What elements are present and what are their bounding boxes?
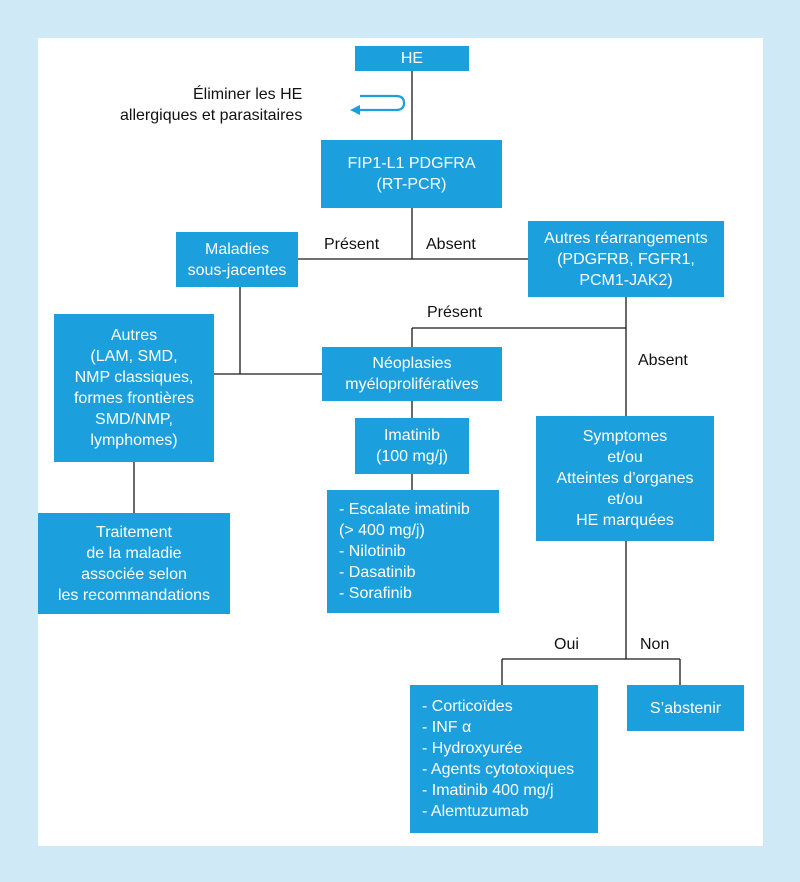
node-sabstenir-text: S’abstenir	[649, 699, 722, 717]
node-maladies-sous-jacentes: Maladies sous-jacentes	[176, 232, 298, 287]
node-cortico-line-5: - Imatinib 400 mg/j	[422, 782, 554, 799]
node-rearr-line-2: (PDGFRB, FGFR1,	[557, 250, 695, 268]
node-escalate-line-1: - Escalate imatinib	[339, 501, 470, 518]
note-line-1: Éliminer les HE	[192, 86, 303, 103]
node-symptomes-line-1: Symptomes	[582, 428, 668, 445]
node-autres-line-4: formes frontières	[73, 390, 195, 407]
node-rearr-line-3: PCM1-JAK2)	[579, 271, 673, 289]
node-maladies-line-1: Maladies	[204, 240, 270, 258]
node-traitement-line-4: les recommandations	[57, 586, 211, 604]
node-escalate-line-5: - Sorafinib	[339, 585, 412, 602]
node-imatinib-line-2: (100 mg/j)	[375, 448, 449, 465]
node-autres-line-3: NMP classiques,	[74, 369, 194, 386]
node-symptomes-line-4: et/ou	[607, 491, 643, 508]
node-escalate-line-3: - Nilotinib	[339, 543, 406, 560]
return-arrow-icon	[358, 94, 406, 112]
node-autres-rearrangements: Autres réarrangements (PDGFRB, FGFR1, PC…	[528, 221, 724, 297]
node-neoplasies-line-1: Néoplasies	[372, 355, 452, 372]
node-cortico-line-1: - Corticoïdes	[422, 698, 513, 715]
node-cortico-line-4: - Agents cytotoxiques	[422, 761, 575, 778]
node-fip-line-1: FIP1-L1 PDGFRA	[347, 155, 476, 172]
node-autres-line-2: (LAM, SMD,	[90, 348, 178, 365]
node-autres-line-1: Autres	[110, 327, 158, 344]
label-absent-2: Absent	[638, 352, 688, 369]
node-sabstenir: S’abstenir	[627, 685, 744, 731]
node-he-text: HE	[400, 50, 424, 67]
node-imatinib-line-1: Imatinib	[383, 427, 441, 444]
node-symptomes-line-3: Atteintes d’organes	[556, 470, 694, 487]
node-he: HE	[355, 46, 469, 71]
node-neoplasies-line-2: myéloprolifératives	[345, 376, 479, 393]
node-cortico-line-2: - INF α	[422, 719, 472, 736]
node-autres-line-6: lymphomes)	[90, 432, 178, 449]
note-line-2: allergiques et parasitaires	[120, 107, 303, 124]
label-absent-1: Absent	[426, 236, 476, 253]
label-present-2: Présent	[427, 304, 483, 321]
node-escalate-list: - Escalate imatinib (> 400 mg/j) - Nilot…	[327, 490, 499, 613]
node-corticoides-list: - Corticoïdes - INF α - Hydroxyurée - Ag…	[410, 685, 598, 833]
node-symptomes-line-5: HE marquées	[576, 512, 674, 529]
node-symptomes-line-2: et/ou	[607, 449, 643, 466]
node-traitement-line-1: Traitement	[96, 523, 172, 541]
node-traitement: Traitement de la maladie associée selon …	[38, 513, 230, 614]
node-cortico-line-3: - Hydroxyurée	[422, 740, 523, 757]
return-arrow-head	[350, 105, 360, 115]
node-neoplasies: Néoplasies myéloprolifératives	[322, 347, 502, 401]
exclusion-note: Éliminer les HE allergiques et parasitai…	[120, 84, 302, 126]
node-escalate-line-4: - Dasatinib	[339, 564, 416, 581]
node-fip1l1-pdgfra: FIP1-L1 PDGFRA (RT-PCR)	[321, 140, 502, 208]
node-traitement-line-3: associée selon	[81, 565, 187, 583]
node-imatinib: Imatinib (100 mg/j)	[355, 418, 469, 474]
node-fip-line-2: (RT-PCR)	[376, 176, 447, 193]
label-present-1: Présent	[324, 236, 380, 253]
node-cortico-line-6: - Alemtuzumab	[422, 803, 529, 820]
node-traitement-line-2: de la maladie	[86, 544, 182, 562]
node-autres: Autres (LAM, SMD, NMP classiques, formes…	[54, 314, 214, 462]
node-maladies-line-2: sous-jacentes	[187, 261, 287, 279]
node-autres-line-5: SMD/NMP,	[95, 411, 173, 428]
label-non: Non	[640, 636, 670, 653]
node-rearr-line-1: Autres réarrangements	[544, 229, 708, 247]
node-symptomes: Symptomes et/ou Atteintes d’organes et/o…	[536, 416, 714, 541]
node-escalate-line-2: (> 400 mg/j)	[339, 522, 425, 539]
label-oui: Oui	[554, 636, 579, 653]
